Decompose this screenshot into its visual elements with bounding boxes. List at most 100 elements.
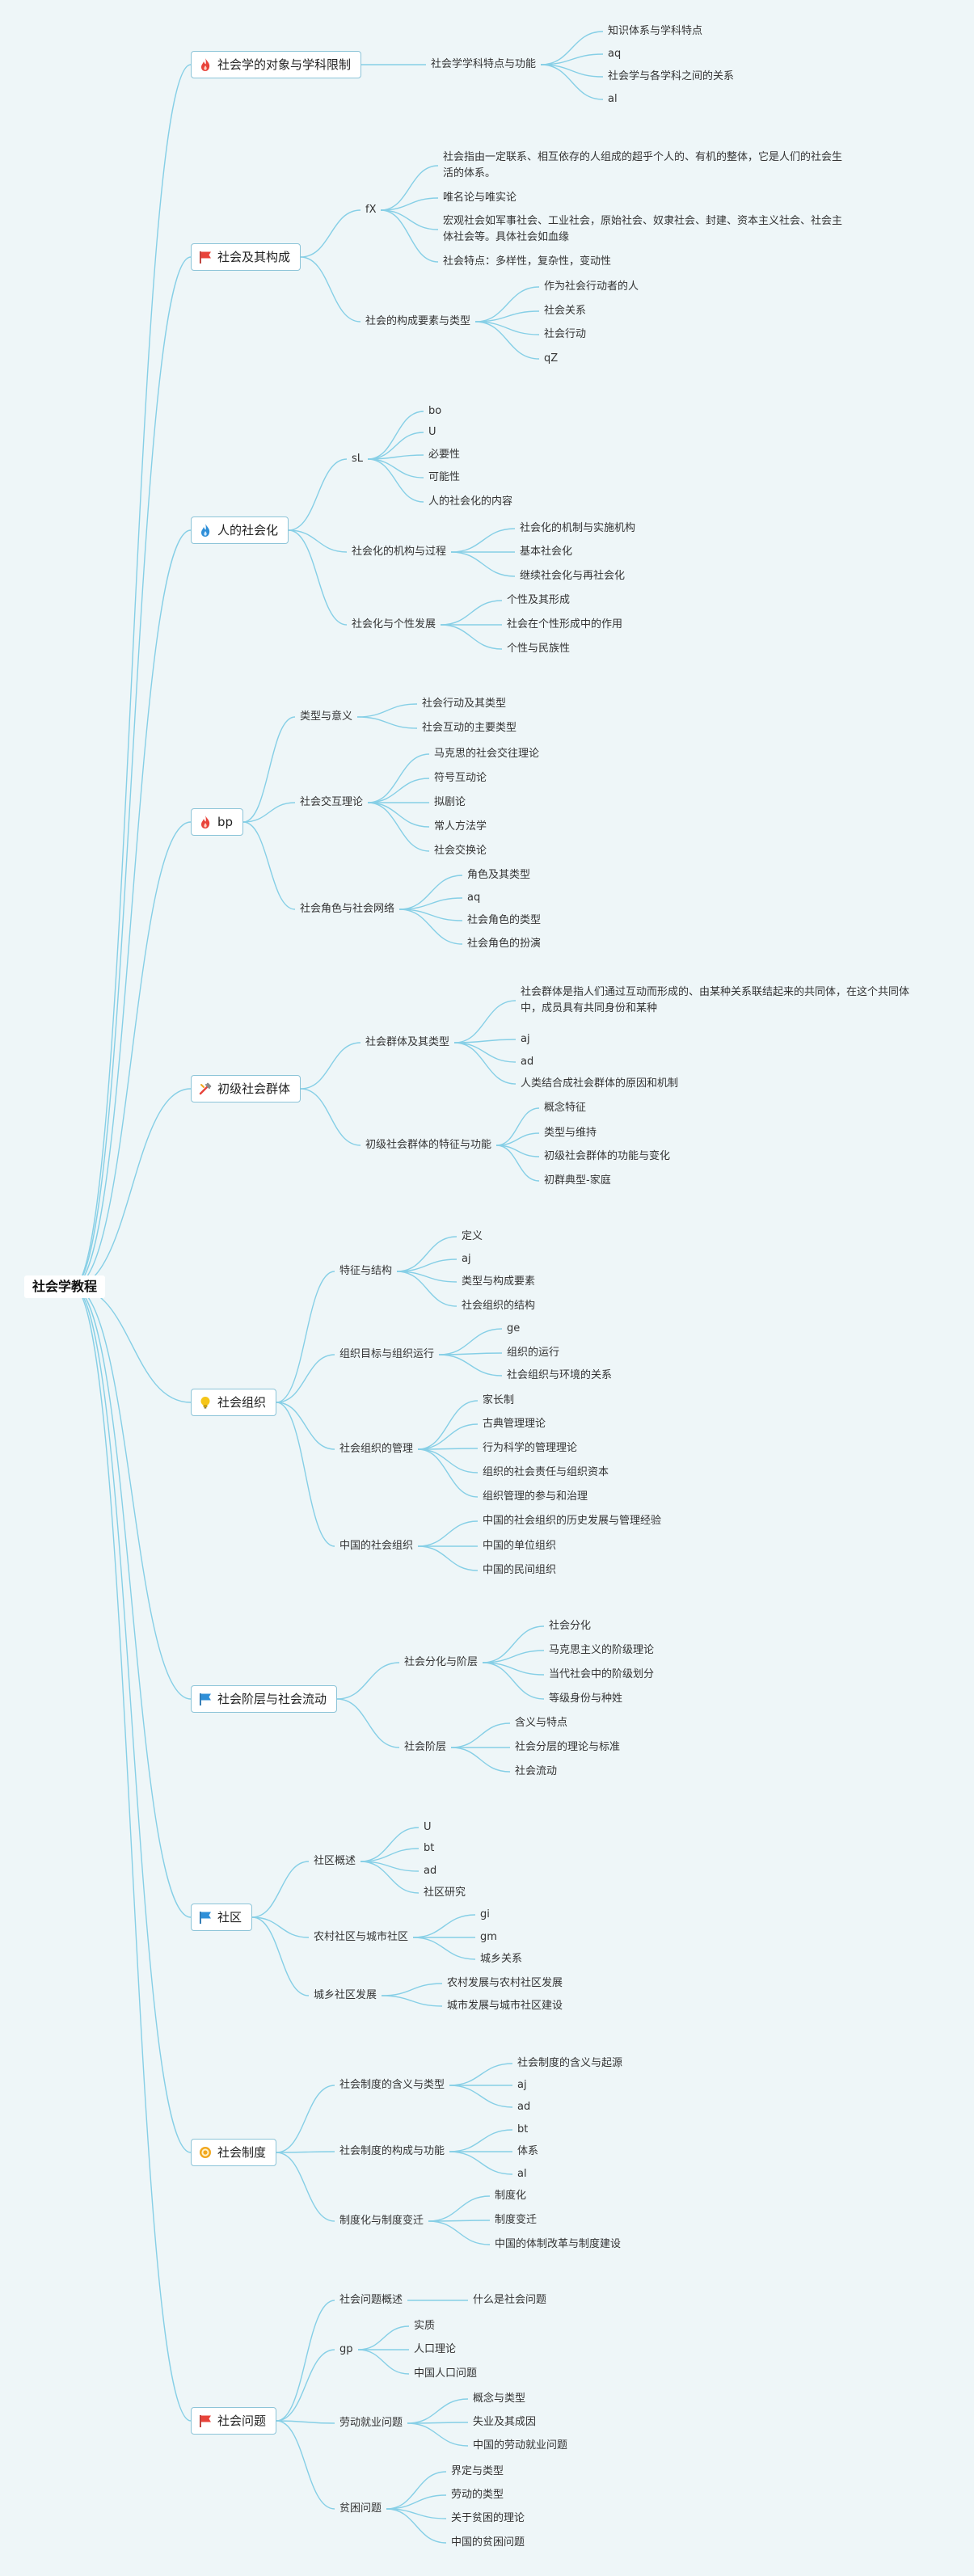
leaf-node[interactable]: 社会分化 (549, 1620, 592, 1632)
leaf-node[interactable]: 农村发展与农村社区发展 (447, 1977, 563, 1989)
subtopic-node[interactable]: 社会化的机构与过程 (352, 546, 447, 558)
leaf-node[interactable]: 必要性 (428, 449, 461, 461)
topic-node[interactable]: 初级社会群体 (191, 1075, 301, 1102)
leaf-node[interactable]: 类型与构成要素 (462, 1275, 536, 1288)
subtopic-node[interactable]: 社会分化与阶层 (404, 1656, 479, 1668)
leaf-node[interactable]: 城乡关系 (480, 1953, 523, 1965)
leaf-node[interactable]: aj (462, 1253, 471, 1265)
leaf-node[interactable]: ad (517, 2101, 531, 2113)
leaf-node[interactable]: 社会分层的理论与标准 (515, 1741, 621, 1753)
leaf-node[interactable]: 社会制度的含义与起源 (517, 2057, 623, 2069)
subtopic-node[interactable]: 类型与意义 (300, 710, 353, 723)
leaf-node[interactable]: aq (608, 48, 622, 60)
leaf-node[interactable]: 角色及其类型 (467, 869, 531, 881)
leaf-node[interactable]: bo (428, 405, 442, 417)
leaf-node[interactable]: 概念特征 (544, 1102, 587, 1114)
leaf-node[interactable]: bt (517, 2123, 529, 2135)
leaf-node[interactable]: 符号互动论 (434, 772, 487, 784)
leaf-node[interactable]: 组织的社会责任与组织资本 (483, 1466, 609, 1478)
leaf-node[interactable]: 城市发展与城市社区建设 (447, 2000, 563, 2012)
leaf-node[interactable]: U (428, 426, 436, 438)
leaf-node[interactable]: 社会学与各学科之间的关系 (608, 70, 735, 82)
subtopic-node[interactable]: 社会交互理论 (300, 796, 364, 808)
leaf-node[interactable]: 初级社会群体的功能与变化 (544, 1150, 671, 1162)
leaf-node[interactable]: aj (517, 2079, 527, 2091)
subtopic-node[interactable]: 社区概述 (314, 1855, 356, 1867)
subtopic-node[interactable]: 城乡社区发展 (314, 1989, 377, 2001)
leaf-node[interactable]: ge (507, 1322, 521, 1334)
leaf-node[interactable]: ad (424, 1865, 437, 1877)
leaf-node[interactable]: 拟剧论 (434, 796, 466, 808)
leaf-node[interactable]: 社会群体是指人们通过互动而形成的、由某种关系联结起来的共同体，在这个共同体中，成… (521, 986, 910, 1014)
leaf-node[interactable]: 社会在个性形成中的作用 (507, 618, 623, 630)
leaf-node[interactable]: 社会角色的扮演 (467, 938, 542, 950)
leaf-node[interactable]: 知识体系与学科特点 (608, 25, 703, 37)
leaf-node[interactable]: al (608, 93, 618, 105)
subtopic-node[interactable]: 社会的构成要素与类型 (365, 315, 471, 327)
subtopic-node[interactable]: 中国的社会组织 (339, 1540, 414, 1552)
leaf-node[interactable]: 体系 (517, 2145, 539, 2157)
subtopic-node[interactable]: 特征与结构 (339, 1265, 393, 1277)
leaf-node[interactable]: 社区研究 (424, 1887, 466, 1899)
leaf-node[interactable]: 社会特点：多样性，复杂性，变动性 (443, 255, 612, 268)
leaf-node[interactable]: 关于贫困的理论 (451, 2512, 525, 2524)
leaf-node[interactable]: 中国的贫困问题 (451, 2536, 525, 2549)
subtopic-node[interactable]: 初级社会群体的特征与功能 (365, 1139, 492, 1151)
topic-node[interactable]: 社会学的对象与学科限制 (191, 51, 362, 78)
leaf-node[interactable]: aq (467, 892, 481, 904)
leaf-node[interactable]: 马克思的社会交往理论 (434, 748, 540, 760)
topic-node[interactable]: 社区 (191, 1904, 253, 1931)
leaf-node[interactable]: 社会组织的结构 (462, 1300, 536, 1312)
leaf-node[interactable]: 个性与民族性 (507, 643, 571, 655)
leaf-node[interactable]: 概念与类型 (473, 2393, 526, 2405)
leaf-node[interactable]: 基本社会化 (520, 546, 573, 558)
leaf-node[interactable]: 宏观社会如军事社会、工业社会，原始社会、奴隶社会、封建、资本主义社会、社会主体社… (443, 215, 843, 243)
leaf-node[interactable]: 什么是社会问题 (473, 2294, 547, 2306)
subtopic-node[interactable]: 社会制度的含义与类型 (339, 2079, 445, 2091)
leaf-node[interactable]: 常人方法学 (434, 820, 487, 833)
leaf-node[interactable]: 社会组织与环境的关系 (507, 1369, 613, 1381)
leaf-node[interactable]: 中国的劳动就业问题 (473, 2439, 568, 2452)
leaf-node[interactable]: 含义与特点 (515, 1717, 568, 1729)
subtopic-node[interactable]: 社会阶层 (404, 1741, 447, 1753)
leaf-node[interactable]: 社会互动的主要类型 (422, 722, 517, 734)
topic-node[interactable]: 人的社会化 (191, 516, 289, 544)
subtopic-node[interactable]: 农村社区与城市社区 (314, 1931, 409, 1943)
leaf-node[interactable]: 社会指由一定联系、相互依存的人组成的超乎个人的、有机的整体，它是人们的社会生活的… (443, 151, 843, 179)
leaf-node[interactable]: 社会关系 (544, 305, 587, 317)
leaf-node[interactable]: al (517, 2168, 527, 2180)
topic-node[interactable]: 社会制度 (191, 2139, 277, 2166)
subtopic-node[interactable]: sL (352, 453, 364, 465)
subtopic-node[interactable]: 贫困问题 (339, 2502, 382, 2515)
subtopic-node[interactable]: 制度化与制度变迁 (339, 2215, 424, 2227)
subtopic-node[interactable]: 社会制度的构成与功能 (339, 2145, 445, 2157)
leaf-node[interactable]: bt (424, 1842, 435, 1854)
leaf-node[interactable]: 社会流动 (515, 1765, 558, 1777)
leaf-node[interactable]: 唯名论与唯实论 (443, 192, 517, 204)
leaf-node[interactable]: 定义 (462, 1230, 483, 1242)
leaf-node[interactable]: 社会交换论 (434, 845, 487, 857)
topic-node[interactable]: 社会问题 (191, 2407, 277, 2435)
leaf-node[interactable]: 社会行动及其类型 (422, 698, 507, 710)
leaf-node[interactable]: 界定与类型 (451, 2465, 504, 2477)
leaf-node[interactable]: gi (480, 1908, 490, 1920)
leaf-node[interactable]: 中国的民间组织 (483, 1564, 557, 1576)
leaf-node[interactable]: 中国人口问题 (414, 2367, 478, 2380)
leaf-node[interactable]: 社会化的机制与实施机构 (520, 522, 636, 534)
leaf-node[interactable]: 当代社会中的阶级划分 (549, 1668, 655, 1680)
leaf-node[interactable]: 人的社会化的内容 (428, 495, 513, 508)
leaf-node[interactable]: 组织管理的参与和治理 (483, 1490, 588, 1503)
subtopic-node[interactable]: 劳动就业问题 (339, 2417, 403, 2429)
root-node[interactable]: 社会学教程 (24, 1275, 106, 1298)
leaf-node[interactable]: 制度变迁 (495, 2214, 538, 2226)
leaf-node[interactable]: 可能性 (428, 471, 461, 483)
leaf-node[interactable]: 继续社会化与再社会化 (520, 570, 626, 582)
subtopic-node[interactable]: fX (365, 204, 377, 216)
leaf-node[interactable]: 中国的社会组织的历史发展与管理经验 (483, 1515, 662, 1527)
subtopic-node[interactable]: 社会问题概述 (339, 2294, 403, 2306)
subtopic-node[interactable]: 社会化与个性发展 (352, 618, 436, 630)
leaf-node[interactable]: 组织的运行 (507, 1347, 560, 1359)
leaf-node[interactable]: aj (521, 1033, 530, 1045)
subtopic-node[interactable]: 社会角色与社会网络 (300, 903, 395, 915)
leaf-node[interactable]: qZ (544, 352, 559, 365)
